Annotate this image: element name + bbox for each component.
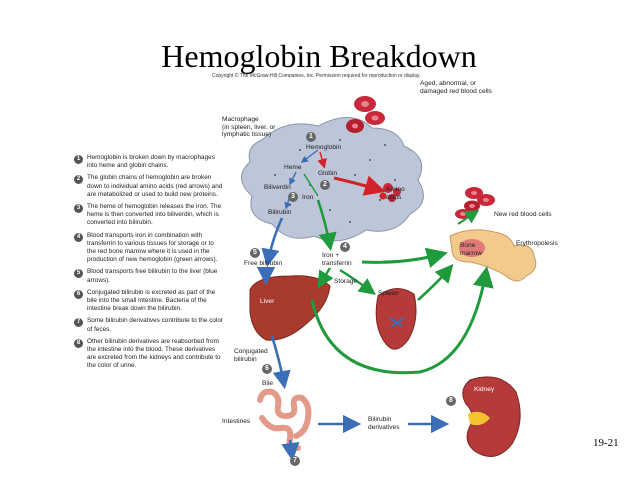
arrow-transferrin-bone-marrow — [361, 247, 448, 268]
step-item: 4 Blood transports iron in combination wi… — [74, 232, 224, 265]
label-bone-marrow: Bone marrow — [460, 242, 482, 257]
step-number: 4 — [74, 232, 83, 242]
intestines-shape — [257, 388, 312, 451]
diagram-number-6: 6 — [262, 364, 272, 374]
arrow-marrow-new-rbc — [457, 209, 480, 225]
step-text: Blood transports free bilirubin to the l… — [87, 268, 218, 284]
label-liver: Liver — [260, 298, 275, 305]
aged-red-blood-cells — [346, 96, 385, 133]
arrow-globin-amino-acids — [333, 175, 386, 196]
step-text: Some bilirubin derivatives contribute to… — [87, 317, 224, 333]
arrow-bilirubin-free-bilirubin — [261, 217, 284, 268]
arrow-liver-bone-marrow — [310, 266, 494, 375]
label-aged-cells: Aged, abnormal, or damaged red blood cel… — [420, 80, 492, 95]
copyright-notice: Copyright © The McGraw-Hill Companies, I… — [212, 73, 421, 79]
step-text: Other bilirubin derivatives are reabsorb… — [87, 337, 221, 370]
spleen-shape — [375, 288, 417, 350]
step-number: 7 — [74, 318, 83, 328]
arrow-intestines-feces — [281, 439, 300, 462]
arrow-iron-transferrin — [316, 199, 337, 252]
diagram-number-2: 2 — [320, 180, 330, 190]
macrophage-shape — [241, 117, 424, 242]
label-biliverdin: Biliverdin — [264, 184, 291, 191]
bone-marrow-shape — [459, 239, 485, 257]
label-kidney: Kidney — [474, 386, 495, 393]
step-number: 1 — [74, 155, 83, 164]
label-iron: Iron — [302, 194, 314, 201]
label-heme: Heme — [284, 164, 302, 171]
label-amino-acids: Amino acids — [386, 186, 405, 201]
step-text: Conjugated bilirubin is excreted as part… — [87, 288, 216, 313]
step-number: 2 — [74, 175, 83, 185]
step-item: 1 Hemoglobin is broken down by macrophage… — [74, 154, 224, 170]
step-item: 7 Some bilirubin derivatives contribute t… — [74, 317, 224, 333]
step-text: Hemoglobin is broken down by macrophages… — [87, 154, 215, 170]
label-bilirubin: Bilirubin — [268, 209, 292, 216]
label-new-rbc: New red blood cells — [494, 211, 552, 218]
label-globin: Globin — [318, 170, 338, 177]
arrow-spleen-bone-marrow — [417, 264, 454, 301]
liver-shape — [249, 275, 331, 341]
kidney-hilum — [468, 411, 490, 426]
arrow-heme-iron — [303, 173, 319, 197]
diagram-number-1: 1 — [306, 132, 316, 142]
diagram-number-8: 8 — [446, 396, 456, 406]
step-number: 3 — [74, 204, 83, 214]
label-iron-transferrin: Iron + transferrin — [322, 252, 352, 267]
page-number: 19-21 — [593, 437, 619, 449]
arrow-heme-biliverdin — [289, 171, 297, 186]
label-bilirubin-derivatives: Bilirubin derivatives — [368, 416, 400, 431]
step-item: 8 Other bilirubin derivatives are reabsor… — [74, 338, 224, 371]
step-item: 2 The globin chains of hemoglobin are bro… — [74, 174, 224, 199]
step-list: 1 Hemoglobin is broken down by macrophage… — [74, 154, 224, 375]
step-number: 5 — [74, 269, 83, 279]
label-storage: Storage — [334, 278, 358, 285]
diagram-number-4: 4 — [340, 242, 350, 252]
label-intestines: Intestines — [222, 418, 251, 425]
step-text: The globin chains of hemoglobin are brok… — [87, 174, 223, 198]
arrow-transferrin-spleen — [339, 268, 376, 295]
label-bile: Bile — [262, 380, 273, 387]
label-conjugated-bilirubin: Conjugated bilirubin — [234, 348, 268, 363]
step-number: 6 — [74, 289, 83, 299]
diagram-number-7: 7 — [290, 456, 300, 466]
label-hemoglobin: Hemoglobin — [306, 144, 342, 151]
arrow-hemoglobin-globin — [317, 151, 327, 169]
kidney-shape — [462, 376, 521, 457]
label-macrophage: Macrophage (in spleen, liver, or lymphat… — [222, 116, 276, 139]
arrow-transferrin-liver — [317, 267, 334, 289]
label-erythropoiesis: Erythropoiesis — [516, 240, 558, 247]
diagram-number-3: 3 — [288, 192, 298, 202]
step-item: 6 Conjugated bilirubin is excreted as par… — [74, 289, 224, 314]
step-item: 3 The heme of hemoglobin releases the iro… — [74, 203, 224, 228]
spleen-vessels — [389, 317, 405, 327]
step-text: The heme of hemoglobin releases the iron… — [87, 203, 222, 227]
diagram-number-5: 5 — [250, 248, 260, 258]
page-title: Hemoglobin Breakdown — [161, 38, 477, 74]
arrow-liver-bile — [270, 335, 291, 390]
step-number: 8 — [74, 338, 83, 348]
step-text: Blood transports iron in combination wit… — [87, 231, 218, 264]
arrow-hemoglobin-heme — [300, 149, 319, 163]
label-spleen: Spleen — [378, 290, 399, 297]
label-free-bilirubin: Free bilirubin — [244, 260, 283, 267]
step-item: 5 Blood transports free bilirubin to the … — [74, 268, 224, 284]
new-red-blood-cells — [455, 187, 495, 219]
